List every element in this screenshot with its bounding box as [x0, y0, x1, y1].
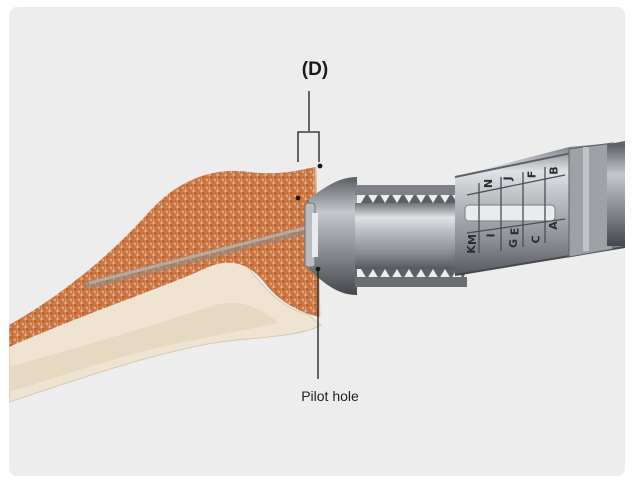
pilot-hole-label: Pilot hole	[275, 388, 385, 404]
illustration-panel: N J F B M I E A K G C (D) Pilot hole	[9, 7, 625, 476]
scale-letter-i: I	[485, 233, 498, 237]
scale-letter-n: N	[482, 179, 495, 188]
scale-letter-b: B	[548, 166, 561, 174]
scale-letter-k: K	[465, 245, 478, 254]
scale-letter-m: M	[466, 234, 479, 245]
scale-letter-a: A	[547, 221, 560, 230]
scale-letter-c: C	[530, 235, 543, 243]
scale-letter-g: G	[507, 239, 520, 248]
scale-letter-f: F	[525, 171, 538, 179]
scale-letter-e: E	[508, 228, 521, 236]
scale-letter-j: J	[502, 176, 515, 180]
depth-label: (D)	[285, 59, 345, 81]
